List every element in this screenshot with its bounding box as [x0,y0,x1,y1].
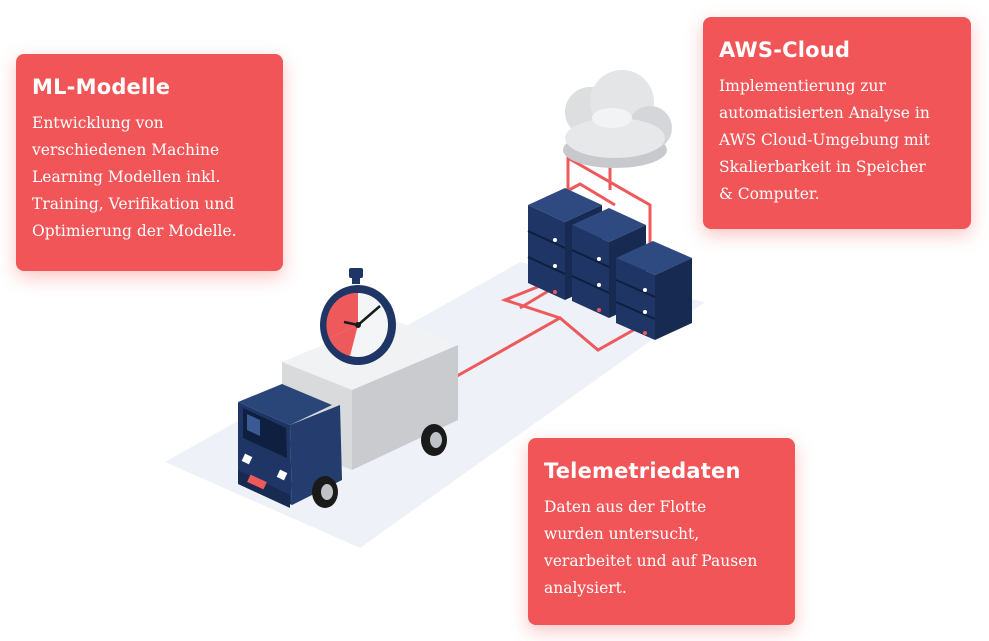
stopwatch-icon [320,268,396,365]
truck-icon [238,318,458,508]
telemetry-card: Telemetriedaten Daten aus der Flotte wur… [528,438,795,625]
aws-cloud-text: Implementierung zur automatisierten Anal… [719,77,930,203]
telemetry-text: Daten aus der Flotte wurden untersucht, … [544,498,758,597]
ml-models-card: ML-Modelle Entwicklung von verschiedenen… [16,54,283,271]
cloud-icon [563,70,672,168]
server-rack-icon [527,188,692,340]
ml-models-title: ML-Modelle [32,75,171,99]
ml-models-text: Entwicklung von verschiedenen Machine Le… [32,114,237,240]
telemetry-title: Telemetriedaten [544,459,741,483]
aws-cloud-card: AWS-Cloud Implementierung zur automatisi… [703,17,971,229]
aws-cloud-title: AWS-Cloud [719,38,851,62]
